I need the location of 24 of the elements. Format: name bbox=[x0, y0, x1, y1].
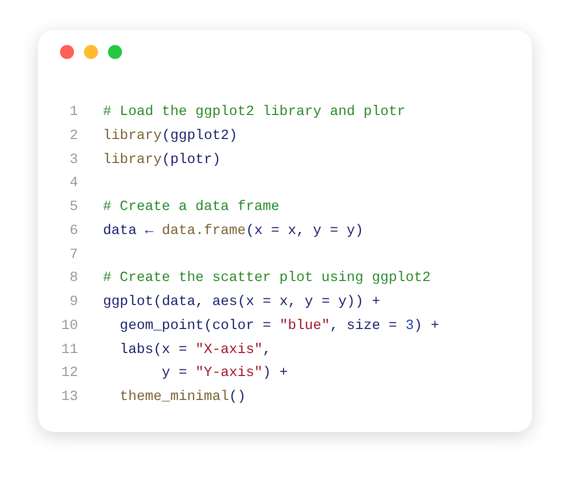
code-line: library(ggplot2) bbox=[103, 126, 238, 145]
line-number: 5 bbox=[68, 198, 78, 216]
line-number: 12 bbox=[60, 364, 78, 382]
code-comment: # Load the ggplot2 library and plotr bbox=[103, 103, 406, 121]
code-line: theme_minimal() bbox=[120, 388, 246, 406]
code-line: data ← data.frame(x = x, y = y) bbox=[103, 222, 364, 240]
line-number: 13 bbox=[60, 388, 78, 406]
line-number: 10 bbox=[60, 316, 78, 335]
code-line: geom_point(color = "blue", size = 3) + bbox=[120, 316, 440, 335]
line-number: 4 bbox=[68, 174, 78, 192]
line-number: 8 bbox=[68, 269, 78, 288]
line-number: 3 bbox=[68, 150, 78, 168]
code-line: labs(x = "X-axis", bbox=[120, 340, 272, 358]
line-number: 6 bbox=[68, 222, 78, 240]
code-comment: # Create the scatter plot using ggplot2 bbox=[103, 269, 431, 288]
line-number: 1 bbox=[68, 103, 78, 121]
line-number: 2 bbox=[68, 126, 78, 145]
line-number: 11 bbox=[60, 340, 78, 358]
line-number: 9 bbox=[68, 293, 78, 311]
code-line: library(plotr) bbox=[103, 150, 221, 168]
code-line: y = "Y-axis") + bbox=[162, 364, 288, 382]
code-line: ggplot(data, aes(x = x, y = y)) + bbox=[103, 293, 380, 311]
code-comment: # Create a data frame bbox=[103, 198, 280, 216]
line-number: 7 bbox=[68, 246, 78, 264]
